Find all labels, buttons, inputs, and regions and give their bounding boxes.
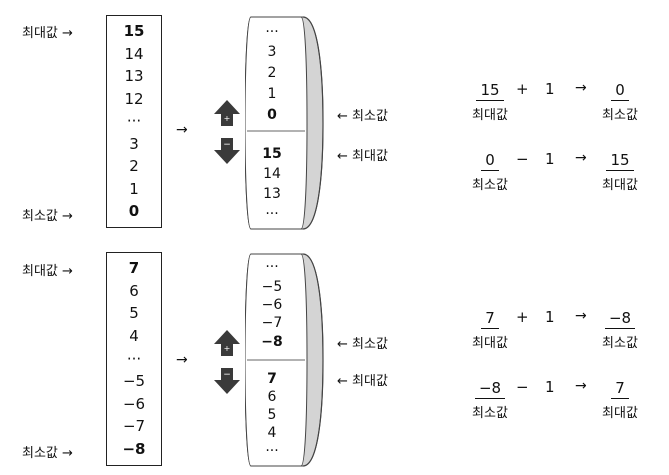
- ring-value: 15: [262, 146, 282, 162]
- eq2-arrow: →: [575, 150, 587, 166]
- eq4-operand: 1: [545, 378, 555, 396]
- ring-value: −7: [261, 315, 283, 331]
- min-pointer-signed: ← 최소값: [337, 337, 388, 352]
- svg-text:−: −: [223, 370, 231, 380]
- eq2-result: 15 최대값: [602, 151, 638, 193]
- ring-value: −6: [261, 297, 283, 313]
- eq2-left: 0 최소값: [472, 151, 508, 193]
- column-value: 1: [129, 179, 139, 198]
- column-value: 3: [129, 134, 139, 153]
- column-value: 14: [124, 44, 144, 63]
- eq2-operand: 1: [545, 150, 555, 168]
- eq4-left: −8 최소값: [472, 379, 508, 421]
- up-arrow-icon: +: [214, 100, 240, 126]
- ring-value: ···: [265, 24, 279, 40]
- up-down-arrows-signed: + −: [214, 330, 240, 394]
- transform-arrow-unsigned: →: [176, 122, 188, 138]
- column-value: −5: [122, 372, 146, 391]
- ring-value: ···: [265, 206, 279, 222]
- eq3-operator: +: [516, 308, 529, 326]
- column-value: −7: [122, 417, 146, 436]
- up-arrow-icon: +: [214, 330, 240, 356]
- column-value: 13: [124, 67, 144, 85]
- eq3-result: −8 최소값: [602, 309, 638, 351]
- min-pointer-unsigned: ← 최소값: [337, 109, 388, 124]
- ring-value: 13: [263, 186, 281, 202]
- svg-text:+: +: [224, 114, 231, 123]
- column-value: 7: [128, 259, 140, 277]
- svg-text:+: +: [224, 344, 231, 353]
- ring-value: 5: [267, 407, 277, 423]
- column-value: 5: [129, 304, 139, 323]
- column-value: 6: [129, 281, 139, 300]
- up-down-arrows-unsigned: + −: [214, 100, 240, 164]
- ring-value: 2: [267, 65, 277, 81]
- ring-value: 14: [263, 166, 281, 182]
- eq4-operator: −: [516, 378, 529, 396]
- column-value: 12: [124, 89, 144, 108]
- ring-value: 0: [267, 107, 277, 123]
- eq3-operand: 1: [545, 308, 555, 326]
- eq3-arrow: →: [575, 308, 587, 324]
- max-pointer-unsigned: ← 최대값: [337, 149, 388, 164]
- eq4-result: 7 최대값: [602, 379, 638, 421]
- ring-signed: [245, 253, 324, 467]
- eq3-left: 7 최대값: [472, 309, 508, 351]
- eq1-arrow: →: [575, 80, 587, 96]
- max-pointer-signed: ← 최대값: [337, 374, 388, 389]
- column-ellipsis: ···: [126, 349, 142, 368]
- ring-value: ···: [265, 443, 279, 459]
- svg-text:−: −: [223, 140, 231, 150]
- eq1-result: 0 최소값: [602, 81, 638, 123]
- eq4-arrow: →: [575, 378, 587, 394]
- ring-value: 1: [267, 86, 277, 102]
- eq1-left: 15 최대값: [472, 81, 508, 123]
- ring-value: 3: [267, 44, 277, 60]
- min-label-unsigned: 최소값 →: [22, 209, 73, 224]
- ring-value: −8: [261, 334, 283, 350]
- max-label-unsigned: 최대값 →: [22, 26, 73, 41]
- eq1-operator: +: [516, 80, 529, 98]
- column-value: 0: [128, 202, 140, 220]
- ring-value: ···: [265, 259, 279, 275]
- signed-value-column: 7 6 5 4 ··· −5 −6 −7 −8: [106, 252, 162, 466]
- max-label-signed: 최대값 →: [22, 264, 73, 279]
- column-value: −8: [122, 440, 146, 458]
- ring-unsigned: [245, 16, 324, 230]
- column-value: 15: [123, 22, 145, 40]
- unsigned-value-column: 15 14 13 12 ··· 3 2 1 0: [106, 15, 162, 228]
- eq2-operator: −: [516, 150, 529, 168]
- min-label-signed: 최소값 →: [22, 446, 73, 461]
- ring-value: 7: [267, 371, 277, 387]
- ring-value: 4: [267, 425, 277, 441]
- transform-arrow-signed: →: [176, 352, 188, 368]
- ring-value: 6: [267, 389, 277, 405]
- column-value: 2: [129, 157, 139, 175]
- column-value: −6: [122, 394, 146, 413]
- ring-value: −5: [261, 279, 283, 295]
- down-arrow-icon: −: [214, 138, 240, 164]
- column-ellipsis: ···: [126, 112, 142, 130]
- column-value: 4: [129, 326, 139, 345]
- eq1-operand: 1: [545, 80, 555, 98]
- down-arrow-icon: −: [214, 368, 240, 394]
